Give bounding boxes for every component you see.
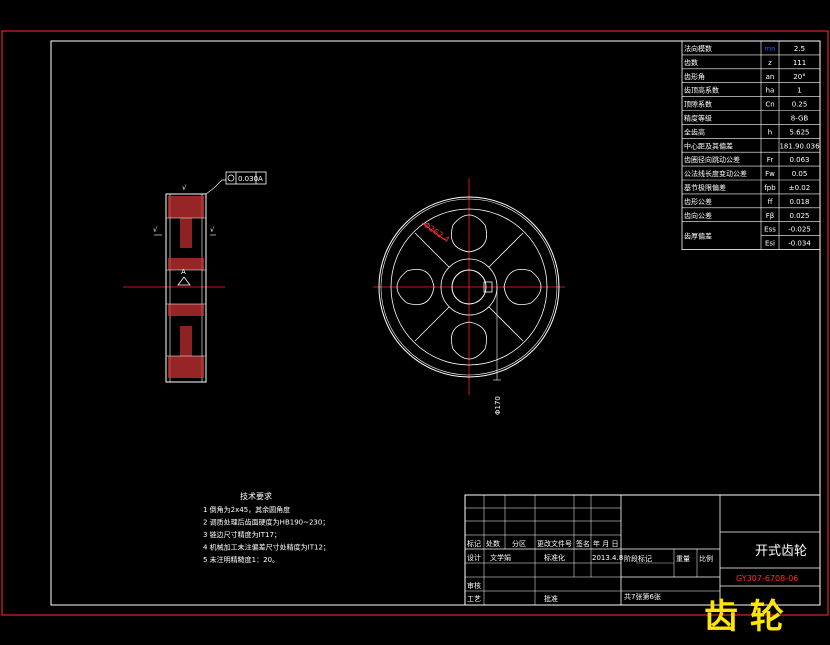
param-symbol: ha [766,87,775,95]
tb-date: 年 月 日 [593,539,618,548]
param-value: 0.05 [792,170,808,178]
datum-label: A [181,268,186,276]
tolerance-value: 0.030 [238,175,258,183]
tech-req-item: 4 机械加工未注偏差尺寸处精度为IT12； [203,543,330,552]
param-symbol: an [766,73,775,81]
part-name: 开式齿轮 [755,544,807,559]
param-symbol: z [768,59,772,67]
param-name: 基节极限偏差 [684,183,726,192]
param-name: 法向模数 [684,44,712,53]
tb-scale: 比例 [699,554,713,563]
param-name: 中心距及其偏差 [684,141,733,150]
tolerance-frame [225,171,267,185]
param-value: 0.063 [789,156,809,164]
tech-req-title: 技术要求 [240,491,272,501]
gear-section-view [123,179,226,383]
param-name: 齿数 [684,58,698,67]
tech-req-item: 2 调质处理后齿面硬度为HB190~230； [203,518,329,527]
param-name: 公法线长度变动公差 [684,169,747,178]
tb-weight: 重量 [676,555,690,563]
param-value: 20° [793,73,805,81]
sheet-outer-border [1,30,829,616]
tb-designer: 文学娟 [490,553,511,562]
param-symbol: ff [768,198,773,206]
param-value: 8-GB [791,115,809,123]
param-name: 齿顶高系数 [684,86,719,95]
param-name: 精度等级 [684,114,712,123]
param-value: 5.625 [789,128,809,136]
gear-front-view [373,178,565,395]
param-value: 0.25 [792,101,808,109]
tb-sign: 签名 [576,539,590,548]
tb-mark: 标记 [467,539,481,548]
param-value: 0.018 [789,198,809,206]
param-value: 2.5 [794,45,805,53]
shaft-dim-label: Φ170 [494,396,502,415]
tooth-thickness-symbol: Esi [765,240,775,248]
tb-sheet: 共7张第6张 [624,592,661,601]
param-value: 111 [793,59,806,67]
tech-req-item: 3 链边尺寸精度为IT17； [203,530,281,539]
param-value: ±0.02 [789,184,810,192]
title-block [464,494,821,606]
tb-zone: 分区 [512,539,526,548]
param-name: 齿形角 [684,72,705,81]
tb-stage: 阶段标记 [624,554,652,563]
tb-approve: 批准 [544,594,558,603]
tb-std: 标准化 [544,553,565,562]
param-value: 1 [797,87,801,95]
param-name: 齿圈径向跳动公差 [684,155,740,164]
tolerance-datum: A [258,175,263,183]
drawing-frame [50,40,821,606]
param-name: 全齿高 [684,127,705,136]
tb-year: 2013.4.8 [592,554,623,562]
param-symbol: Fβ [766,212,775,220]
param-name: 齿向公差 [684,211,712,220]
tooth-thickness-symbol: Ess [764,226,776,234]
param-symbol: fpb [764,184,776,192]
param-value: 181.90.036 [779,142,820,150]
diameter-label: Φ262.4 [422,220,451,244]
tb-count: 处数 [486,539,500,548]
tb-review: 审核 [467,581,481,590]
param-name: 齿形公差 [684,197,712,206]
tb-design: 设计 [467,553,481,562]
tooth-thickness-label: 齿厚偏差 [684,232,712,241]
param-value: 0.025 [789,212,809,220]
drawing-number: GY307-6708-06 [736,574,798,583]
tech-req-item: 5 未注明精糙度1：20。 [203,555,279,564]
tooth-thickness-value: -0.025 [788,226,811,234]
param-symbol: Fr [767,156,774,164]
tb-process: 工艺 [467,595,481,603]
param-symbol: h [768,128,772,136]
param-symbol: Cn [765,101,774,109]
tb-doc: 更改文件号 [537,539,572,548]
param-symbol: mn [764,45,775,53]
tech-req-list: 1 倒角为2x45，其余圆角度 2 调质处理后齿面硬度为HB190~230； 3 链… [203,505,330,564]
tech-req-item: 1 倒角为2x45，其余圆角度 [203,505,290,514]
section-dim-left: √ [153,226,158,234]
param-name: 顶隙系数 [684,100,712,109]
tooth-thickness-value: -0.034 [788,240,811,248]
watermark-text: 齿 轮 [704,597,784,637]
gear-parameter-table: 法向模数 mn 2.5 齿数 z 111 齿形角 an 20° 齿顶高系数 ha 1 顶隙系数 Cn 0.2… [681,40,821,250]
roughness-top: √ [182,184,187,192]
section-dim-right: √ [210,226,215,234]
param-symbol: Fw [765,170,775,178]
